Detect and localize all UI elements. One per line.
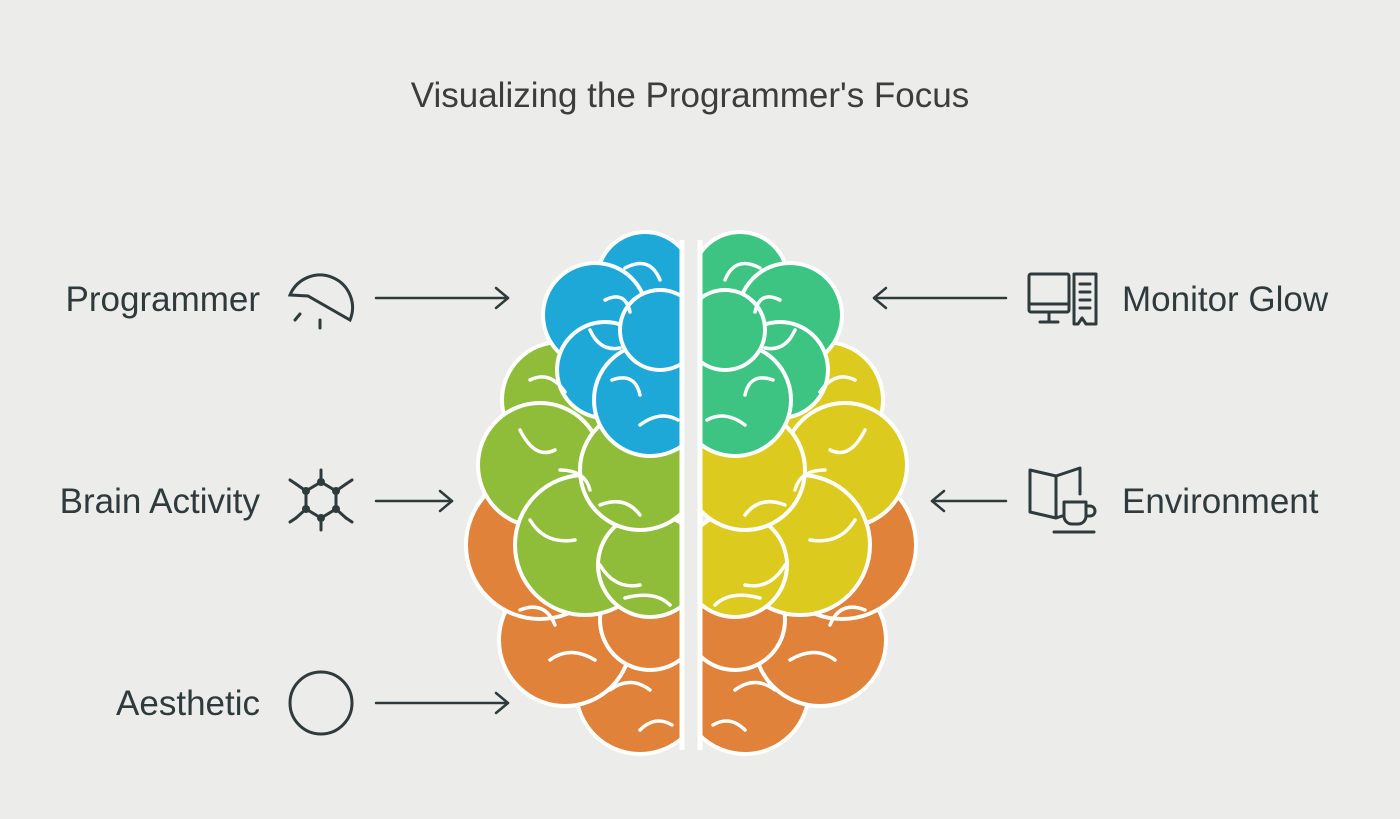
brain-illustration (464, 230, 918, 756)
arrow-monitor-glow (872, 286, 1008, 310)
book-and-cup-icon (1028, 466, 1097, 534)
arrow-environment (930, 489, 1008, 513)
label-brain-activity: Brain Activity (59, 482, 260, 521)
right-hemisphere (700, 230, 918, 756)
arrow-aesthetic (374, 691, 510, 715)
molecule-icon (288, 468, 354, 532)
left-hemisphere (464, 230, 682, 756)
arrow-programmer (374, 286, 510, 310)
circle-icon (288, 670, 354, 736)
label-programmer: Programmer (65, 280, 260, 319)
label-monitor-glow: Monitor Glow (1122, 280, 1329, 319)
label-aesthetic: Aesthetic (116, 684, 260, 723)
right-teal-lobe (700, 230, 844, 458)
arrow-brain-activity (374, 489, 454, 513)
label-environment: Environment (1122, 482, 1319, 521)
monitor-icon (1027, 272, 1098, 326)
left-blue-lobe (541, 230, 682, 458)
diagram-title: Visualizing the Programmer's Focus (410, 76, 970, 115)
gauge-icon (287, 273, 354, 330)
